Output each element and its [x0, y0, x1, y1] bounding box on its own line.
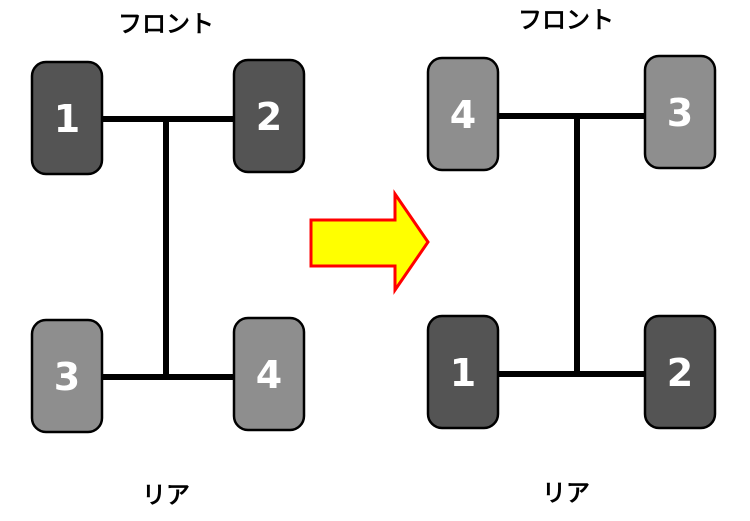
tire-number: 1 — [54, 97, 80, 141]
after-tire-front-right: 3 — [643, 54, 717, 170]
after-rear-label: リア — [542, 479, 590, 507]
arrow-shape — [309, 189, 430, 295]
before-tire-front-right: 2 — [232, 58, 306, 174]
tire-number: 3 — [54, 355, 80, 399]
tire-shape — [30, 60, 104, 176]
tire-number: 4 — [450, 93, 476, 137]
after-tire-front-left: 4 — [426, 56, 500, 172]
after-tire-rear-right: 2 — [643, 314, 717, 430]
before-layout: フロント リア 1 2 3 4 — [30, 10, 306, 509]
after-axle-frame — [497, 113, 647, 377]
tire-number: 4 — [256, 353, 282, 397]
before-rear-label: リア — [142, 481, 190, 509]
before-front-label: フロント — [118, 10, 214, 38]
tire-shape — [426, 314, 500, 430]
tire-shape — [643, 54, 717, 170]
before-axle-frame — [100, 116, 236, 380]
tire-shape — [232, 316, 306, 432]
tire-shape — [232, 58, 306, 174]
before-tire-rear-right: 4 — [232, 316, 306, 432]
tire-shape — [30, 318, 104, 434]
tire-shape — [643, 314, 717, 430]
tire-number: 2 — [667, 351, 693, 395]
before-tire-front-left: 1 — [30, 60, 104, 176]
tire-shape — [426, 56, 500, 172]
tire-number: 1 — [450, 351, 476, 395]
after-layout: フロント リア 4 3 1 2 — [426, 6, 717, 507]
tire-number: 3 — [667, 91, 693, 135]
after-front-label: フロント — [518, 6, 614, 34]
right-arrow-icon — [309, 189, 430, 295]
before-tire-rear-left: 3 — [30, 318, 104, 434]
after-tire-rear-left: 1 — [426, 314, 500, 430]
tire-number: 2 — [256, 95, 282, 139]
